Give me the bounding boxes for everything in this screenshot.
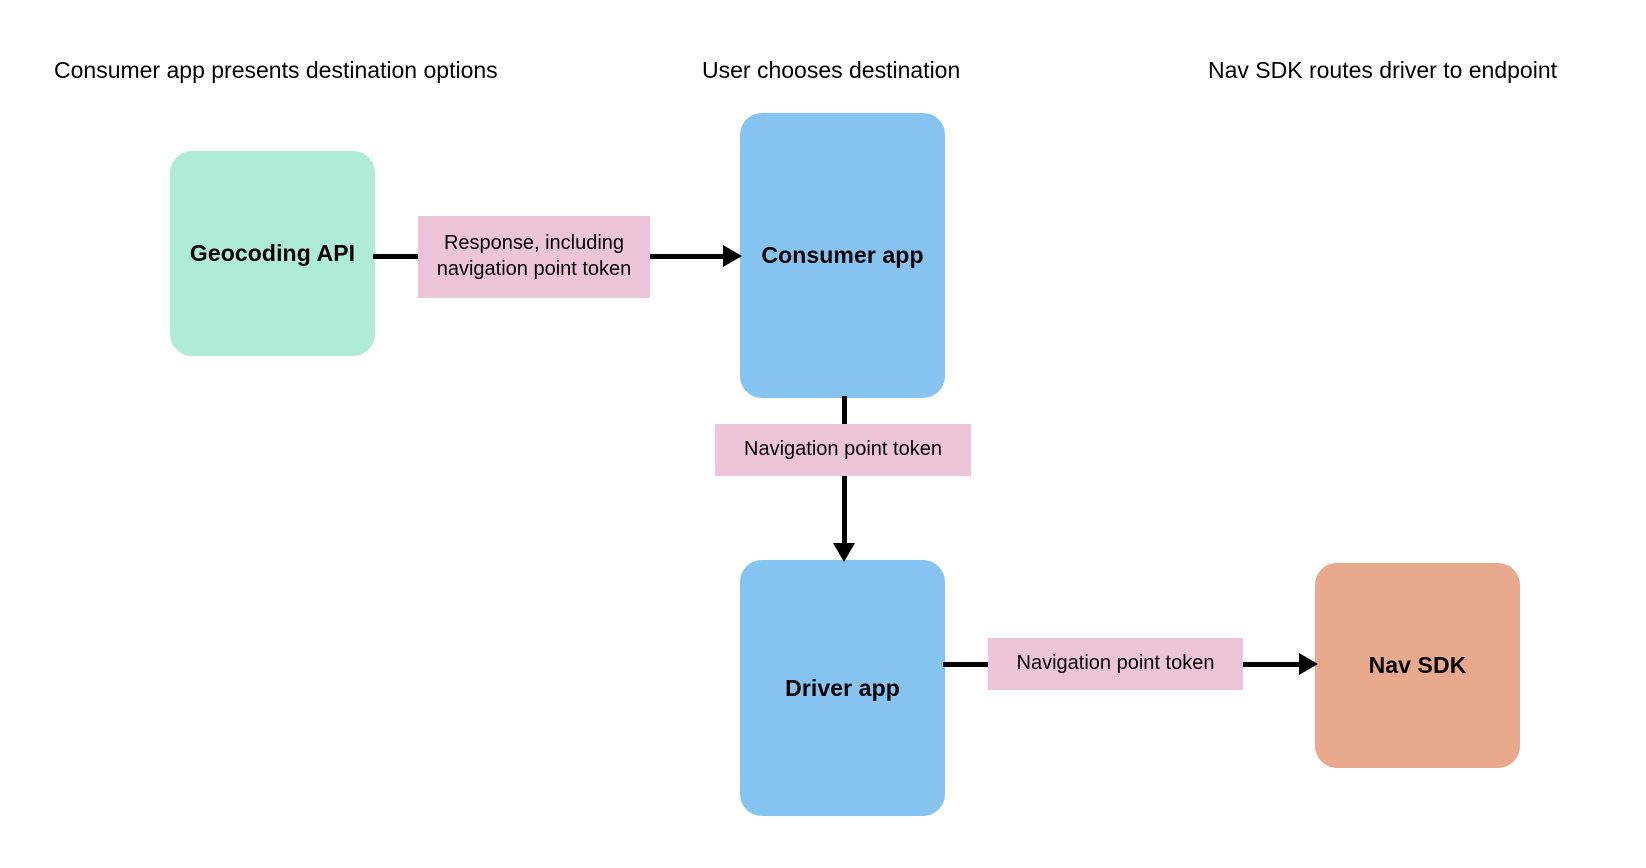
edge-label-text: Navigation point token [1016, 652, 1215, 675]
node-consumer-app[interactable]: Consumer app [740, 113, 945, 398]
arrowhead-down-icon [833, 543, 855, 562]
column-header-nav-sdk-routes-driver: Nav SDK routes driver to endpoint [1208, 57, 1558, 83]
column-header-user-chooses-destination: User chooses destination [702, 57, 961, 83]
node-nav-sdk-label: Nav SDK [1368, 652, 1467, 678]
edge-label-navigation-point-token-consumer-to-driver: Navigation point token [715, 424, 971, 476]
node-consumer-app-label: Consumer app [761, 242, 924, 268]
column-header-consumer-app-presents: Consumer app presents destination option… [54, 57, 498, 83]
edge-label-navigation-point-token-driver-to-navsdk: Navigation point token [988, 638, 1243, 690]
arrowhead-right-icon [723, 245, 742, 267]
node-driver-app[interactable]: Driver app [740, 560, 945, 816]
node-geocoding-api[interactable]: Geocoding API [170, 151, 375, 356]
node-geocoding-api-label: Geocoding API [189, 240, 356, 266]
node-driver-app-label: Driver app [785, 674, 900, 701]
arrow-consumer-app-to-driver-app [832, 396, 856, 562]
node-nav-sdk[interactable]: Nav SDK [1315, 563, 1520, 768]
edge-label-response-including-navigation-point-token: Response, including navigation point tok… [418, 216, 650, 298]
edge-label-text: Response, including navigation point tok… [436, 232, 632, 280]
arrowhead-right-icon [1299, 653, 1318, 675]
edge-label-text: Navigation point token [744, 438, 942, 461]
